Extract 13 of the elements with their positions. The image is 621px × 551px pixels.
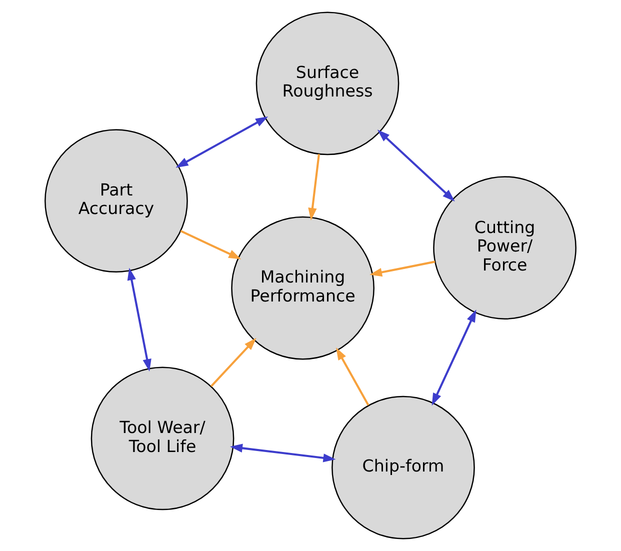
arrow [127, 268, 152, 372]
arrow [308, 154, 320, 220]
arrow [176, 116, 268, 168]
arrow [230, 444, 336, 462]
arrow [432, 310, 476, 406]
arrow [377, 130, 455, 202]
arrow [210, 338, 256, 387]
node-circle: Cutting Power/ Force [433, 176, 576, 320]
node-circle: Chip-form [332, 396, 475, 540]
arrow [336, 348, 370, 406]
arrow [370, 260, 436, 277]
arrow [180, 230, 242, 260]
node-circle: Tool Wear/ Tool Life [90, 366, 234, 510]
